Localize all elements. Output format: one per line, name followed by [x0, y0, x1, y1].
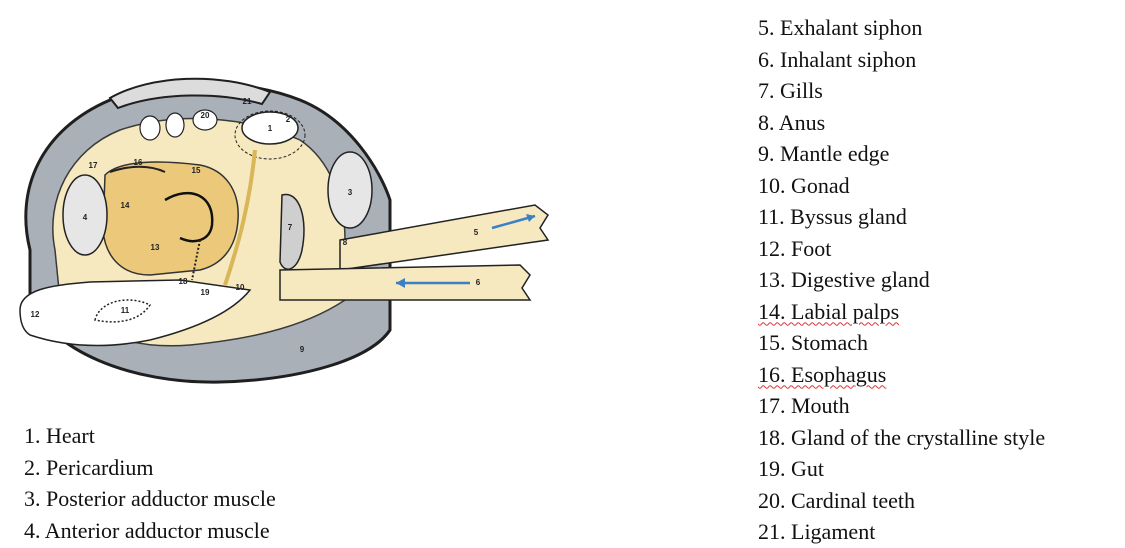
legend-item-cardinal-teeth: 20. Cardinal teeth: [758, 485, 1045, 517]
label-21: 21: [243, 97, 252, 106]
legend-item-stomach: 15. Stomach: [758, 327, 1045, 359]
legend-item-gills: 7. Gills: [758, 75, 1045, 107]
label-16: 16: [134, 158, 143, 167]
legend-item-anus: 8. Anus: [758, 107, 1045, 139]
legend-item-gut: 19. Gut: [758, 453, 1045, 485]
label-1: 1: [268, 124, 273, 133]
label-15: 15: [192, 166, 201, 175]
label-10: 10: [236, 283, 245, 292]
label-8: 8: [343, 238, 348, 247]
legend-item-foot: 12. Foot: [758, 233, 1045, 265]
legend-item-gonad: 10. Gonad: [758, 170, 1045, 202]
label-19: 19: [201, 288, 210, 297]
label-14: 14: [121, 201, 130, 210]
legend-item-labial-palps: 14. Labial palps: [758, 296, 1045, 328]
legend-item-exhalant-siphon: 5. Exhalant siphon: [758, 12, 1045, 44]
legend-right: 5. Exhalant siphon 6. Inhalant siphon 7.…: [758, 12, 1045, 548]
legend-item-anterior-adductor: 4. Anterior adductor muscle: [24, 515, 276, 547]
legend-item-digestive-gland: 13. Digestive gland: [758, 264, 1045, 296]
legend-item-mouth: 17. Mouth: [758, 390, 1045, 422]
label-18: 18: [179, 277, 188, 286]
label-12: 12: [31, 310, 40, 319]
label-2: 2: [286, 115, 291, 124]
legend-item-posterior-adductor: 3. Posterior adductor muscle: [24, 483, 276, 515]
label-13: 13: [151, 243, 160, 252]
label-11: 11: [121, 306, 130, 315]
label-20: 20: [201, 111, 210, 120]
legend-item-mantle-edge: 9. Mantle edge: [758, 138, 1045, 170]
legend-item-byssus-gland: 11. Byssus gland: [758, 201, 1045, 233]
clam-anatomy-diagram: 1 2 3 4 5 6 7 8 9 10 11 12 13 14 15 16 1…: [0, 0, 560, 400]
legend-item-crystalline-style-gland: 18. Gland of the crystalline style: [758, 422, 1045, 454]
legend-item-esophagus: 16. Esophagus: [758, 359, 1045, 391]
label-9: 9: [300, 345, 305, 354]
legend-item-ligament: 21. Ligament: [758, 516, 1045, 548]
label-5: 5: [474, 228, 479, 237]
legend-item-heart: 1. Heart: [24, 420, 276, 452]
label-7: 7: [288, 223, 293, 232]
label-6: 6: [476, 278, 481, 287]
digestive-gland: [103, 162, 238, 275]
label-3: 3: [348, 188, 353, 197]
label-17: 17: [89, 161, 98, 170]
legend-item-inhalant-siphon: 6. Inhalant siphon: [758, 44, 1045, 76]
legend-left: 1. Heart 2. Pericardium 3. Posterior add…: [24, 420, 276, 546]
legend-item-pericardium: 2. Pericardium: [24, 452, 276, 484]
label-4: 4: [83, 213, 88, 222]
